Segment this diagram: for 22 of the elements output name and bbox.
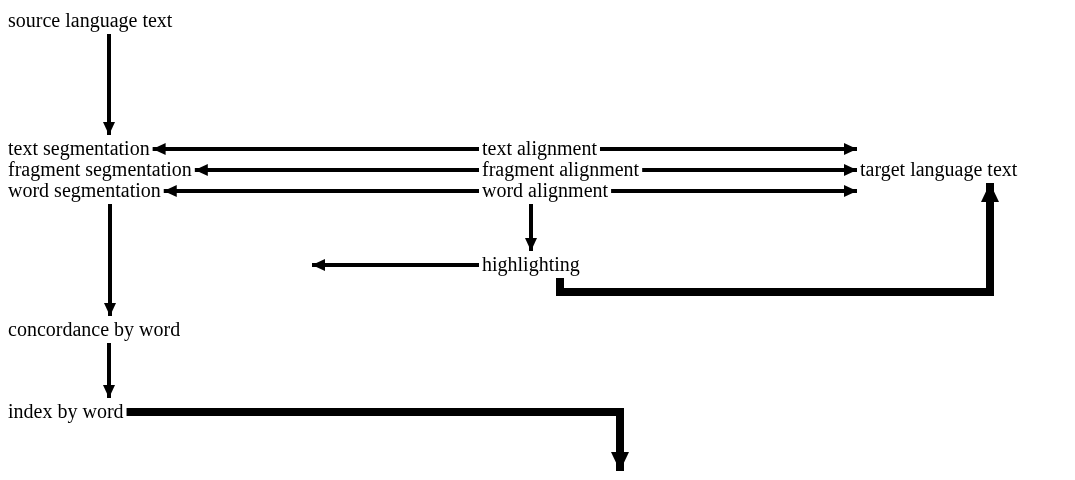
arrow	[103, 34, 115, 135]
arrow	[163, 185, 479, 197]
node-label: index by word	[8, 401, 124, 422]
node-label: target language text	[860, 159, 1018, 180]
node-label: word alignment	[482, 180, 609, 201]
node-label: fragment alignment	[482, 159, 640, 180]
arrow	[312, 259, 479, 271]
arrow	[600, 143, 857, 155]
node-label: fragment segmentation	[8, 159, 192, 180]
node-label: highlighting	[482, 254, 580, 275]
node-label: word segmentation	[8, 180, 161, 201]
arrow	[103, 343, 115, 398]
arrow	[152, 143, 479, 155]
arrow	[642, 164, 857, 176]
arrow	[194, 164, 479, 176]
node-label: text alignment	[482, 138, 597, 159]
node-label: concordance by word	[8, 319, 181, 340]
arrow	[525, 204, 537, 251]
node-label: text segmentation	[8, 138, 150, 159]
arrow	[104, 204, 116, 316]
node-label: source language text	[8, 10, 173, 31]
arrow	[611, 185, 857, 197]
